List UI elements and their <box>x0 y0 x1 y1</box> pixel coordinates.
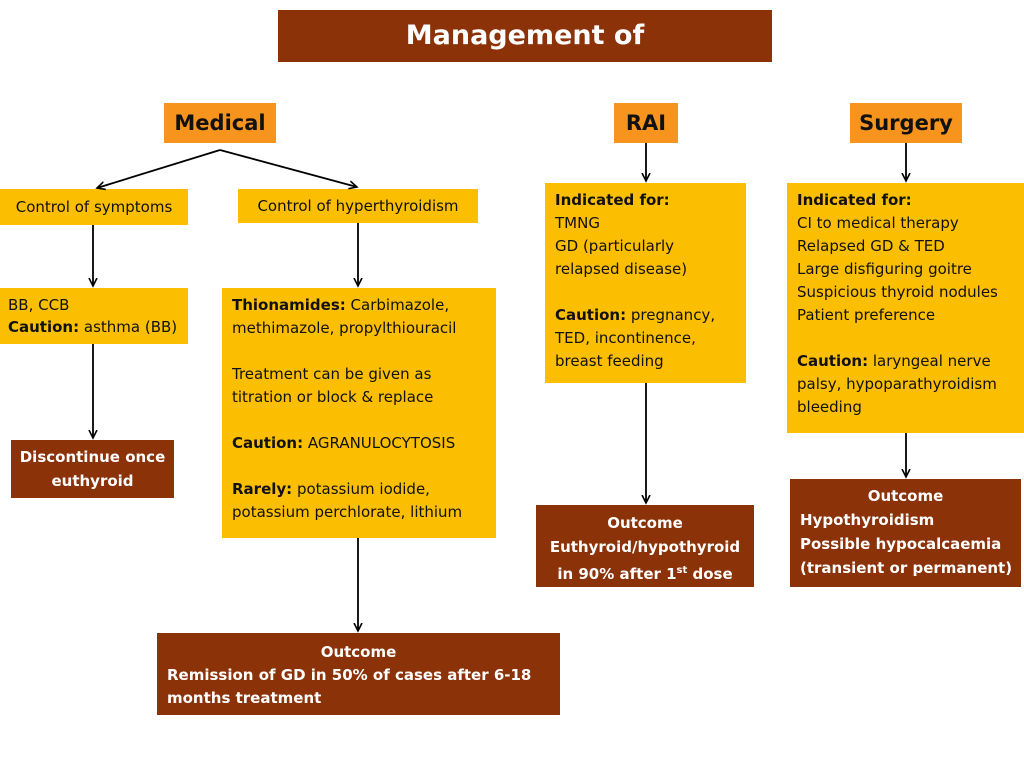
surgery-indication: Relapsed GD & TED <box>797 237 945 255</box>
symptoms-heading: Control of symptoms <box>0 189 188 225</box>
hyper-outcome-line: months treatment <box>167 689 322 707</box>
arrow-medical-to-hyper <box>219 149 357 187</box>
treatment-line: Treatment can be given as <box>232 365 432 383</box>
surgery-outcome-line: (transient or permanent) <box>800 559 1013 577</box>
rai-caution-more: TED, incontinence, <box>555 329 696 347</box>
category-rai: RAI <box>614 103 678 143</box>
hyper-details-box: Thionamides: Carbimazole, methimazole, p… <box>222 288 496 538</box>
symptoms-caution: Caution: asthma (BB) <box>8 316 188 338</box>
rai-caution-text: pregnancy, <box>626 306 716 324</box>
rai-details-box: Indicated for: TMNG GD (particularly rel… <box>545 183 746 383</box>
surgery-indication: Patient preference <box>797 306 936 324</box>
rarely-label: Rarely: <box>232 480 293 498</box>
category-medical: Medical <box>164 103 276 143</box>
hyper-outcome: Outcome Remission of GD in 50% of cases … <box>157 633 560 715</box>
thionamides-line: Thionamides: Carbimazole, <box>232 294 496 317</box>
surgery-caution-more: palsy, hypoparathyroidism <box>797 375 997 393</box>
rai-caution-label: Caution: <box>555 306 627 324</box>
rai-caution-line: Caution: pregnancy, <box>555 304 746 327</box>
thionamides-text: Carbimazole, <box>345 296 450 314</box>
surgery-details-box: Indicated for: CI to medical therapy Rel… <box>787 183 1024 433</box>
surgery-outcome-line: Possible hypocalcaemia <box>800 535 1002 553</box>
surgery-indication: Large disfiguring goitre <box>797 260 972 278</box>
symptoms-outcome: Discontinue once euthyroid <box>11 440 174 498</box>
hyper-caution-label: Caution: <box>232 434 304 452</box>
surgery-caution-label: Caution: <box>797 352 869 370</box>
rarely-text: potassium iodide, <box>292 480 430 498</box>
symptoms-outcome-line: Discontinue once <box>19 448 166 466</box>
surgery-indicated-label: Indicated for: <box>797 191 912 209</box>
symptoms-drugs-box: BB, CCB Caution: asthma (BB) <box>0 288 188 344</box>
rai-indicated-label: Indicated for: <box>555 191 670 209</box>
page-title: Management of hyperthyroidism <box>278 10 772 103</box>
surgery-outcome-title: Outcome <box>867 487 944 505</box>
hyper-heading: Control of hyperthyroidism <box>238 189 478 223</box>
hyper-caution-line: Caution: AGRANULOCYTOSIS <box>232 432 496 455</box>
rai-indication: GD (particularly <box>555 237 675 255</box>
surgery-caution-text: laryngeal nerve <box>868 352 991 370</box>
surgery-indication: Suspicious thyroid nodules <box>797 283 998 301</box>
thionamides-line-2: methimazole, propylthiouracil <box>232 319 457 337</box>
treatment-line: titration or block & replace <box>232 388 434 406</box>
rarely-line-2: potassium perchlorate, lithium <box>232 503 463 521</box>
rai-caution-more: breast feeding <box>555 352 664 370</box>
surgery-outcome: Outcome Hypothyroidism Possible hypocalc… <box>790 479 1021 587</box>
rai-outcome: Outcome Euthyroid/hypothyroid in 90% aft… <box>536 505 754 587</box>
rarely-line: Rarely: potassium iodide, <box>232 478 496 501</box>
surgery-caution-more: bleeding <box>797 398 862 416</box>
symptoms-outcome-line: euthyroid <box>51 472 134 490</box>
arrow-medical-to-symptoms <box>97 149 221 188</box>
symptoms-drugs: BB, CCB <box>8 296 70 314</box>
rai-outcome-line-2: in 90% after 1st dose <box>557 565 733 583</box>
symptoms-caution-text: asthma (BB) <box>79 318 178 336</box>
rai-outcome-line: Euthyroid/hypothyroid <box>549 538 741 556</box>
thionamides-label: Thionamides: <box>232 296 346 314</box>
hyper-caution-text: AGRANULOCYTOSIS <box>303 434 456 452</box>
rai-outcome-title: Outcome <box>607 514 683 532</box>
symptoms-caution-label: Caution: <box>8 318 80 336</box>
hyper-outcome-title: Outcome <box>320 643 397 661</box>
hyper-outcome-line: Remission of GD in 50% of cases after 6-… <box>167 666 532 684</box>
rai-indication: relapsed disease) <box>555 260 688 278</box>
rai-indication: TMNG <box>555 214 600 232</box>
surgery-outcome-line: Hypothyroidism <box>800 511 935 529</box>
surgery-indication: CI to medical therapy <box>797 214 959 232</box>
surgery-caution-line: Caution: laryngeal nerve <box>797 350 1024 373</box>
category-surgery: Surgery <box>850 103 962 143</box>
